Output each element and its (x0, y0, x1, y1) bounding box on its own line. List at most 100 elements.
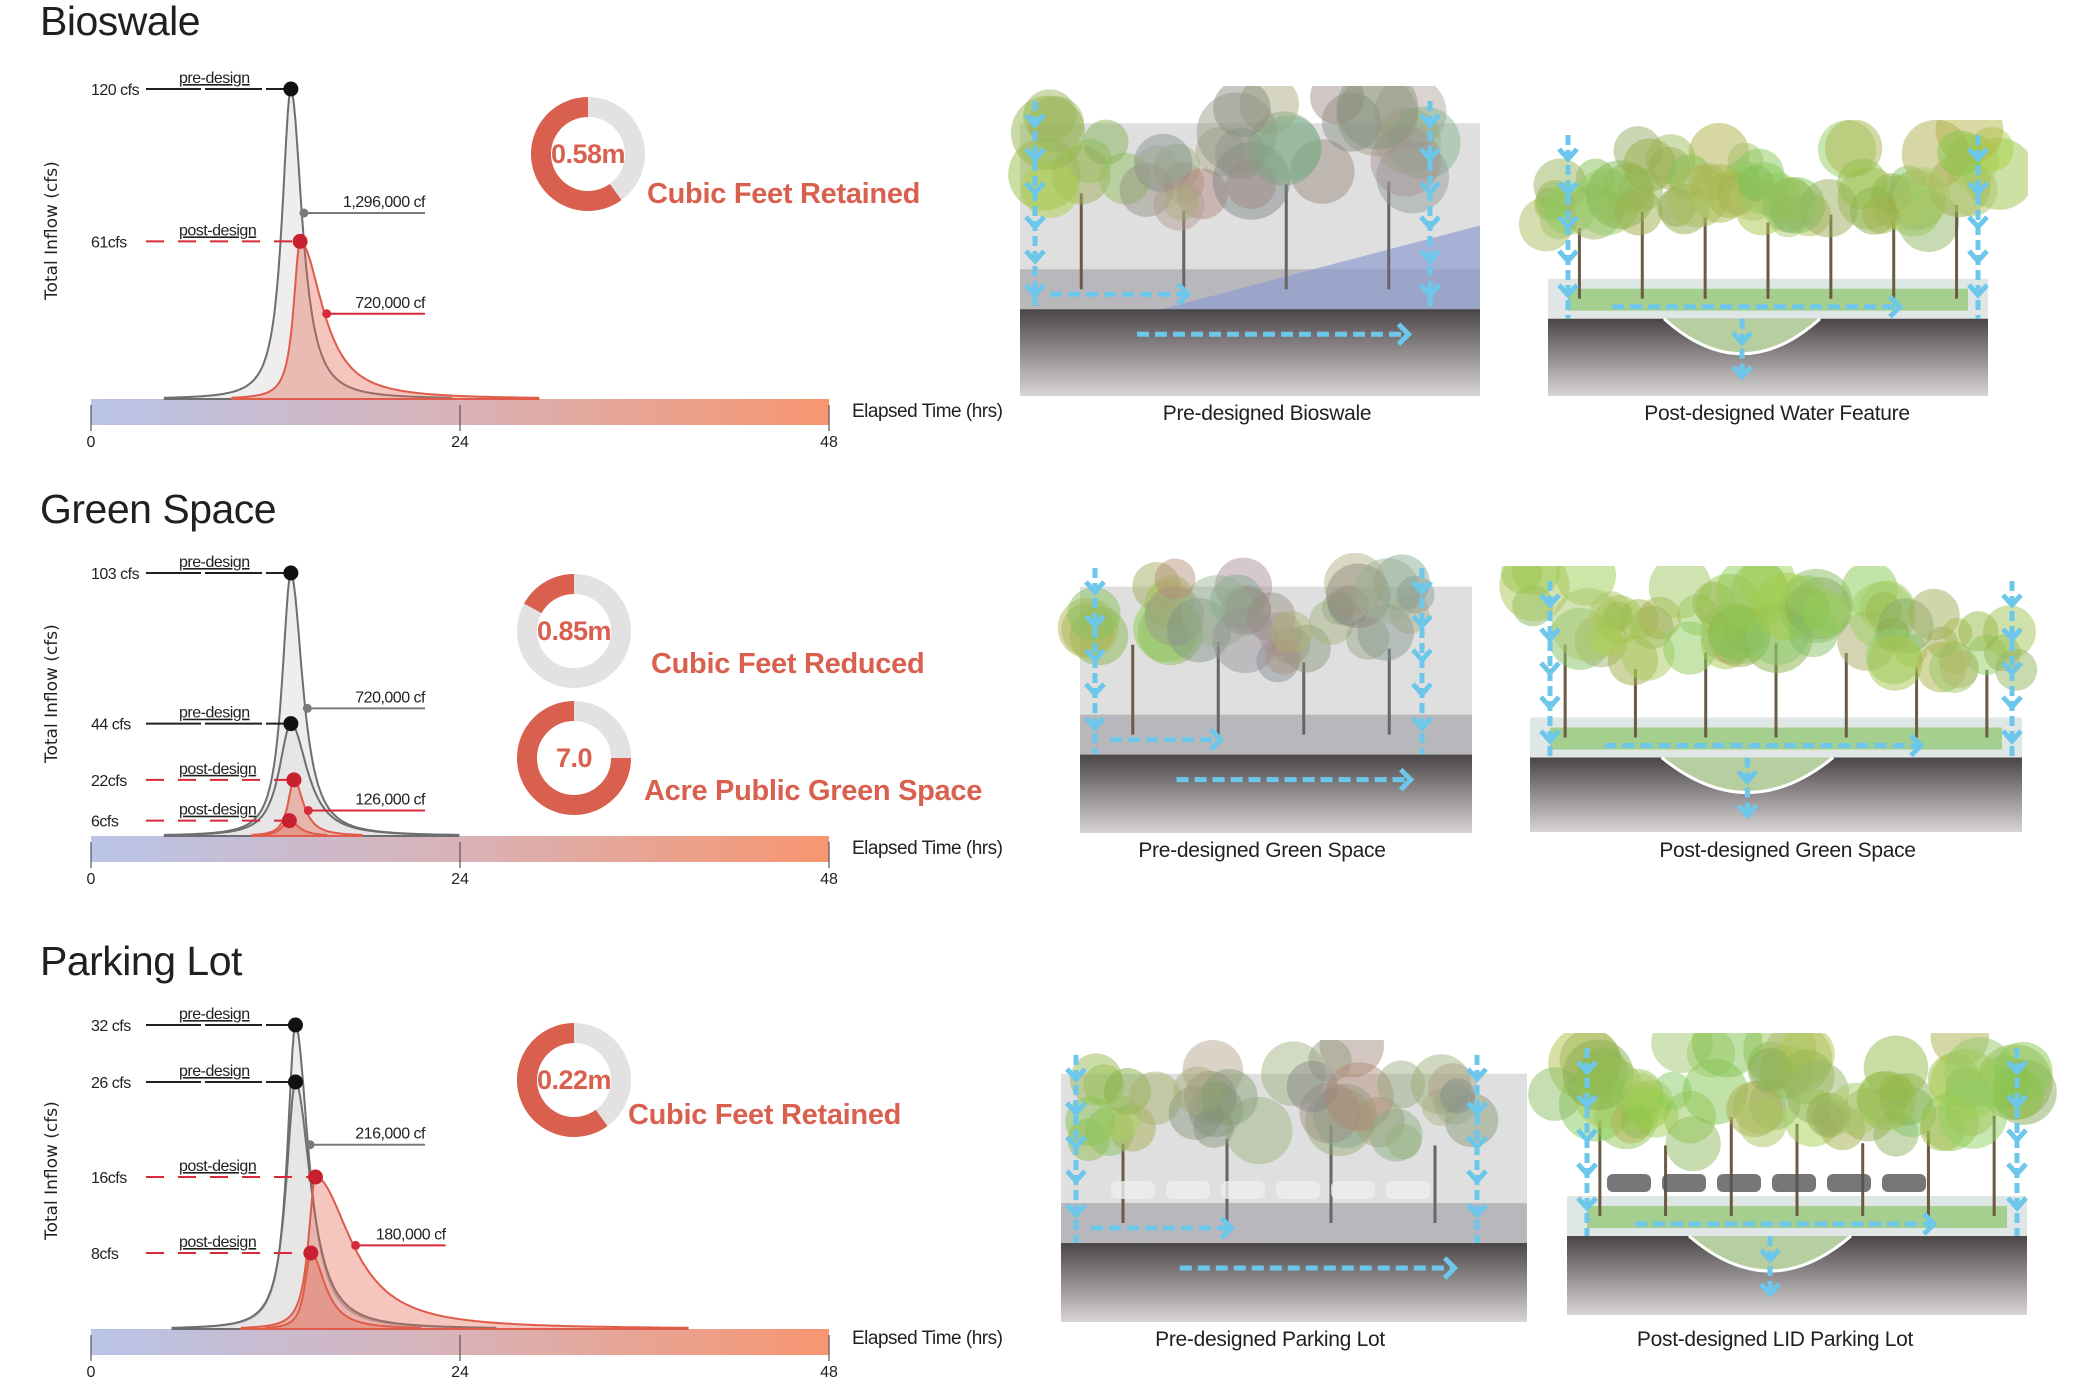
peak-value-label: 44 cfs (91, 717, 131, 734)
pre-design-curve (174, 722, 454, 837)
post-designed-water-feature-image (1518, 120, 2028, 396)
car-illustration (1276, 1181, 1320, 1200)
water-flow-arrow-icon (1576, 1048, 1598, 1237)
water-flow-arrow-icon (1050, 282, 1192, 306)
water-flow-arrow-icon (1635, 1212, 1938, 1236)
water-flow-arrow-icon (1137, 322, 1413, 346)
tree-illustration (1261, 1040, 1405, 1224)
section-title-parking-lot: Parking Lot (40, 938, 242, 984)
post-design-label: post-design (179, 1158, 256, 1175)
stat-label: Cubic Feet Retained (628, 1099, 902, 1131)
tree-illustration (1119, 126, 1246, 290)
x-tick-label: 0 (87, 871, 96, 888)
section-title-bioswale: Bioswale (40, 0, 201, 44)
tree-illustration (1369, 1054, 1499, 1224)
tree-illustration (1310, 86, 1461, 290)
water-flow-arrow-icon (1091, 1216, 1235, 1240)
volume-label: 126,000 cf (355, 791, 426, 808)
image-caption: Pre-designed Green Space (1138, 839, 1386, 862)
pre-design-label: pre-design (179, 554, 250, 571)
stat-value: 7.0 (555, 743, 593, 773)
x-tick-label: 24 (451, 434, 469, 451)
stat-donut: 0.85m (516, 573, 632, 689)
pre-design-peak-marker (287, 1017, 303, 1033)
water-flow-arrow-icon (1967, 135, 1989, 319)
stat-value: 0.58m (550, 139, 626, 169)
tree-illustration (1144, 557, 1279, 735)
volume-label: 1,296,000 cf (343, 194, 426, 211)
x-tick-label: 48 (820, 871, 838, 888)
water-flow-arrow-icon (2001, 581, 2023, 758)
peak-value-label: 22cfs (91, 773, 127, 790)
water-flow-arrow-icon (1110, 727, 1225, 752)
tree-illustration (1324, 553, 1435, 735)
pre-design-label: pre-design (179, 705, 250, 722)
post-design-peak-marker (281, 813, 297, 829)
car-illustration (1717, 1174, 1761, 1193)
soil-section (1080, 754, 1472, 833)
tree-illustration (1196, 86, 1355, 290)
tree-illustration (1586, 595, 1682, 738)
post-design-curve (251, 778, 363, 837)
volume-marker (303, 805, 313, 815)
tree-illustration (1929, 605, 2038, 738)
stat-label: Acre Public Green Space (644, 775, 983, 807)
tree-illustration (1929, 1033, 2057, 1217)
pre-designed-green-space-image (1057, 553, 1472, 833)
tree-illustration (1008, 89, 1151, 290)
volume-marker (302, 703, 312, 713)
post-design-label: post-design (179, 802, 256, 819)
post-design-label: post-design (179, 222, 256, 239)
car-illustration (1111, 1181, 1155, 1200)
volume-marker (351, 1240, 361, 1250)
tree-illustration (1893, 120, 2028, 299)
pre-designed-parking-lot-image (1061, 1040, 1527, 1322)
tree-illustration (1696, 566, 1854, 738)
stat-donut: 0.58m (530, 96, 646, 212)
stat-label: Cubic Feet Reduced (651, 648, 925, 680)
donut-ring (517, 574, 631, 688)
image-caption: Pre-designed Parking Lot (1155, 1328, 1385, 1351)
volume-label: 720,000 cf (355, 689, 426, 706)
ground-surface (1061, 1203, 1527, 1244)
volume-marker (305, 1140, 315, 1150)
stat-donut: 0.22m (516, 1022, 632, 1138)
section-title-green-space: Green Space (40, 486, 277, 532)
water-flow-arrow-icon (1419, 101, 1441, 310)
pre-design-curve (171, 1080, 497, 1330)
car-illustration (1166, 1181, 1210, 1200)
donut-fill (517, 1023, 608, 1137)
volume-label: 180,000 cf (376, 1226, 447, 1243)
donut-ring (517, 1023, 631, 1137)
pre-design-peak-marker (283, 565, 299, 581)
car-illustration (1331, 1181, 1375, 1200)
car-illustration (1607, 1174, 1651, 1193)
car-illustration (1386, 1181, 1430, 1200)
donut-ring (531, 97, 645, 211)
image-caption: Post-designed LID Parking Lot (1636, 1328, 1914, 1351)
stat-label: Cubic Feet Retained (647, 178, 921, 210)
pre-design-label: pre-design (179, 1063, 250, 1080)
x-axis-label: Elapsed Time (hrs) (852, 838, 1003, 859)
image-caption: Pre-designed Bioswale (1162, 402, 1372, 425)
post-design-peak-marker (303, 1245, 319, 1261)
stat-value: 0.85m (536, 616, 612, 646)
pre-design-peak-marker (283, 716, 299, 732)
pre-design-peak-marker (287, 1074, 303, 1090)
x-axis-label: Elapsed Time (hrs) (852, 1328, 1003, 1349)
tree-illustration (1246, 591, 1355, 735)
car-illustration (1221, 1181, 1265, 1200)
post-design-curve (231, 240, 540, 400)
peak-value-label: 16cfs (91, 1170, 127, 1187)
water-flow-arrow-icon (1557, 135, 1579, 319)
post-design-curve (265, 1251, 421, 1330)
water-flow-arrow-icon (1731, 318, 1753, 381)
x-axis-label: Elapsed Time (hrs) (852, 401, 1003, 422)
ground-surface (1080, 714, 1472, 755)
volume-label: 216,000 cf (355, 1126, 426, 1143)
stat-value: 0.22m (536, 1065, 612, 1095)
water-flow-arrow-icon (1539, 581, 1561, 758)
